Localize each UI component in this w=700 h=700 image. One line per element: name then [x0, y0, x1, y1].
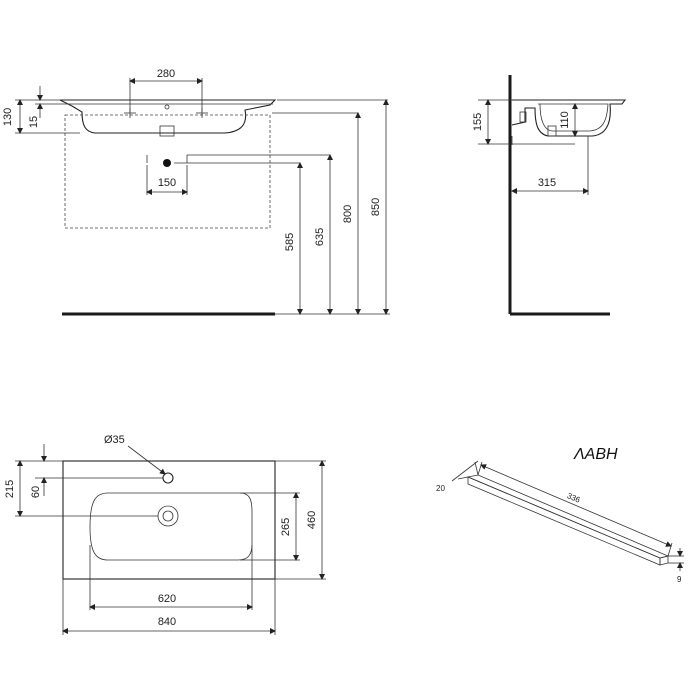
dim-tap-spacing: 280 — [157, 68, 175, 80]
plan-bowl — [89, 492, 253, 561]
shelf-top-face — [466, 474, 670, 559]
side-basin-outline — [511, 99, 627, 137]
front-basin-outline — [59, 99, 277, 134]
dim-projection: 315 — [538, 177, 556, 189]
cabinet-outline — [64, 114, 271, 229]
waste-point — [163, 159, 171, 167]
dim-tap-hole: Ø35 — [104, 434, 125, 446]
dim-plan-front: 215 — [4, 480, 16, 498]
dim-rim-height: 130 — [2, 108, 14, 126]
dim-shelf-height: 20 — [436, 484, 445, 493]
dim-waste-height: 585 — [284, 233, 296, 251]
plan-tap-hole — [162, 472, 174, 484]
plan-drain-outer — [157, 505, 179, 527]
dim-shelf-thickness: 9 — [677, 575, 682, 584]
dim-plan-bowl-depth: 265 — [280, 518, 292, 536]
dim-bowl-depth-side: 110 — [559, 111, 571, 129]
dim-plan-total-width: 840 — [158, 616, 176, 628]
dim-total-height: 850 — [370, 198, 382, 216]
shelf-label: ΛΑΒΗ — [573, 446, 618, 463]
dim-waste-offset: 150 — [158, 177, 176, 189]
shelf-front-face — [467, 476, 661, 566]
shelf-end-face — [659, 555, 669, 566]
dim-rim-top: 15 — [28, 116, 40, 128]
front-view: 280 150 130 15 585 635 800 850 — [2, 68, 390, 316]
plan-drain-inner — [162, 510, 174, 522]
plan-outline — [62, 460, 276, 580]
shelf-view: ΛΑΒΗ 336 20 9 — [436, 446, 684, 584]
tap-hole-icon — [124, 104, 208, 137]
dim-side-height: 155 — [472, 113, 484, 131]
dim-rim-height-floor: 800 — [342, 205, 354, 223]
plan-view: Ø35 215 60 265 460 620 840 — [4, 434, 326, 635]
dim-shelf-length: 336 — [566, 491, 582, 505]
side-view: 155 110 315 — [472, 75, 627, 316]
dim-tap-offset: 60 — [30, 486, 42, 498]
dim-supply-height: 635 — [314, 228, 326, 246]
dim-plan-bowl-width: 620 — [158, 593, 176, 605]
dim-plan-total-depth: 460 — [306, 511, 318, 529]
